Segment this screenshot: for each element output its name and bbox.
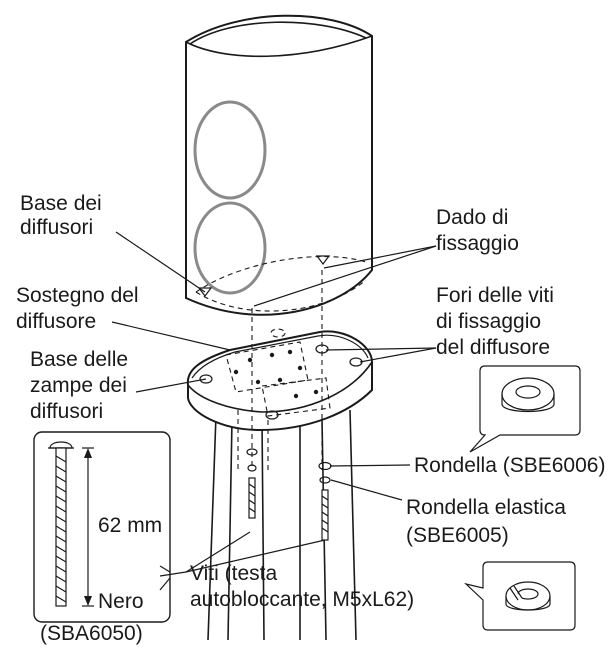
woofer-outline <box>193 201 267 295</box>
fixing-nut-right <box>315 255 331 265</box>
screws-below-stand <box>246 448 332 541</box>
svg-text:diffusori: diffusori <box>30 400 103 423</box>
stand-leg-base-hole-left <box>199 374 213 384</box>
svg-text:diffusori: diffusori <box>20 216 93 239</box>
svg-text:Dado di: Dado di <box>436 206 508 229</box>
svg-text:zampe dei: zampe dei <box>30 374 127 397</box>
svg-text:Fori delle viti: Fori delle viti <box>436 284 554 307</box>
label-screws: Viti (testa autobloccante, M5xL62) <box>190 562 414 611</box>
label-stand-leg-base: Base delle zampe dei diffusori <box>30 348 128 423</box>
label-screw-color: Nero <box>98 590 144 613</box>
svg-text:di fissaggio: di fissaggio <box>436 310 541 333</box>
svg-text:Rondella elastica: Rondella elastica <box>406 496 566 519</box>
screw-detail-box <box>33 431 171 623</box>
leader-lines <box>111 231 437 591</box>
stand-leg-base-hole-front <box>265 410 279 420</box>
washer-part <box>318 461 332 471</box>
svg-text:diffusore: diffusore <box>16 310 96 333</box>
label-washer: Rondella (SBE6006) <box>414 454 605 477</box>
label-speaker-base: Base dei diffusori <box>20 192 102 239</box>
washer-zoom-box <box>469 365 581 453</box>
screw-axes <box>237 270 323 470</box>
spring-washer-part <box>319 476 331 484</box>
speaker-stand-plate <box>186 328 373 432</box>
spring-washer-zoom-box <box>463 561 576 631</box>
label-screw-part: (SBA6050) <box>40 622 143 645</box>
svg-text:autobloccante, M5xL62): autobloccante, M5xL62) <box>190 588 414 611</box>
label-speaker-stand: Sostegno del diffusore <box>16 284 139 333</box>
svg-text:fissaggio: fissaggio <box>436 232 519 255</box>
svg-text:(SBE6005): (SBE6005) <box>406 524 509 547</box>
label-spring-washer: Rondella elastica (SBE6005) <box>406 496 566 547</box>
tweeter-outline <box>193 100 267 200</box>
speaker-cabinet <box>185 14 373 316</box>
svg-text:Viti (testa: Viti (testa <box>190 562 277 585</box>
fixing-nut-left <box>197 287 213 297</box>
svg-text:del diffusore: del diffusore <box>436 336 550 359</box>
label-fixing-nut: Dado di fissaggio <box>436 206 519 255</box>
svg-text:Base delle: Base delle <box>30 348 128 371</box>
svg-text:Base dei: Base dei <box>20 192 102 215</box>
label-screw-length: 62 mm <box>98 514 162 537</box>
label-screw-holes: Fori delle viti di fissaggio del diffuso… <box>436 284 554 359</box>
svg-text:Sostegno del: Sostegno del <box>16 284 139 307</box>
